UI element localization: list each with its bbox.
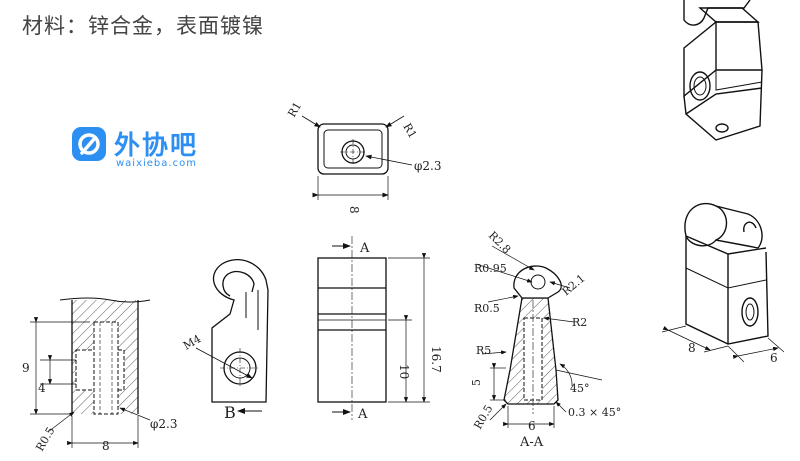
aa-dim-5: 5 — [470, 379, 483, 386]
section-aa-view — [475, 245, 603, 428]
front-h-lower: 10 — [397, 364, 411, 379]
left-h-total: 9 — [22, 361, 30, 375]
logo-url: waixieba.com — [116, 158, 197, 169]
left-hole-dia: φ2.3 — [150, 417, 178, 431]
top-hole-dia: φ2.3 — [414, 159, 442, 173]
material-note: 材料：锌合金，表面镀镍 — [22, 14, 264, 38]
aa-width: 6 — [528, 419, 536, 433]
left-section-view — [30, 297, 151, 448]
watermark-logo: 外协吧 waixieba.com — [72, 125, 222, 173]
left-width: 8 — [102, 439, 110, 453]
aa-chamfer: 0.3 × 45° — [568, 406, 621, 419]
aa-r-2: R2 — [572, 316, 587, 329]
side-view — [195, 259, 269, 414]
left-r-corner: R0.5 — [33, 425, 57, 454]
top-r-right: R1 — [400, 121, 419, 141]
aa-angle: 45° — [570, 382, 590, 395]
top-width: 8 — [347, 206, 361, 214]
aa-r-05-lower: R0.5 — [471, 403, 495, 432]
front-view — [317, 236, 430, 420]
logo-brand: 外协吧 — [114, 131, 199, 161]
iso-dim-8: 8 — [688, 341, 696, 355]
left-h-inner: 4 — [38, 381, 46, 395]
side-view-label: B — [224, 403, 236, 422]
side-thread: M4 — [181, 332, 203, 352]
front-section-bottom: A — [357, 407, 368, 422]
aa-label: A-A — [519, 435, 544, 450]
aa-r-5: R5 — [476, 344, 491, 357]
front-h-total: 16.7 — [429, 346, 443, 373]
iso-view-top — [683, 0, 763, 141]
logo-icon — [72, 127, 106, 161]
top-view-outline — [317, 123, 389, 175]
aa-r-21: R2.1 — [560, 272, 588, 299]
aa-r-top: R2.8 — [486, 229, 513, 256]
iso-view-bottom — [661, 202, 785, 363]
top-view — [301, 115, 413, 200]
top-r-left: R1 — [285, 100, 304, 120]
iso-dim-6: 6 — [770, 351, 778, 365]
aa-r-095: R0.95 — [474, 262, 507, 275]
top-view-inner — [323, 129, 383, 169]
aa-r-05-upper: R0.5 — [474, 302, 500, 315]
front-section-top: A — [359, 241, 370, 256]
